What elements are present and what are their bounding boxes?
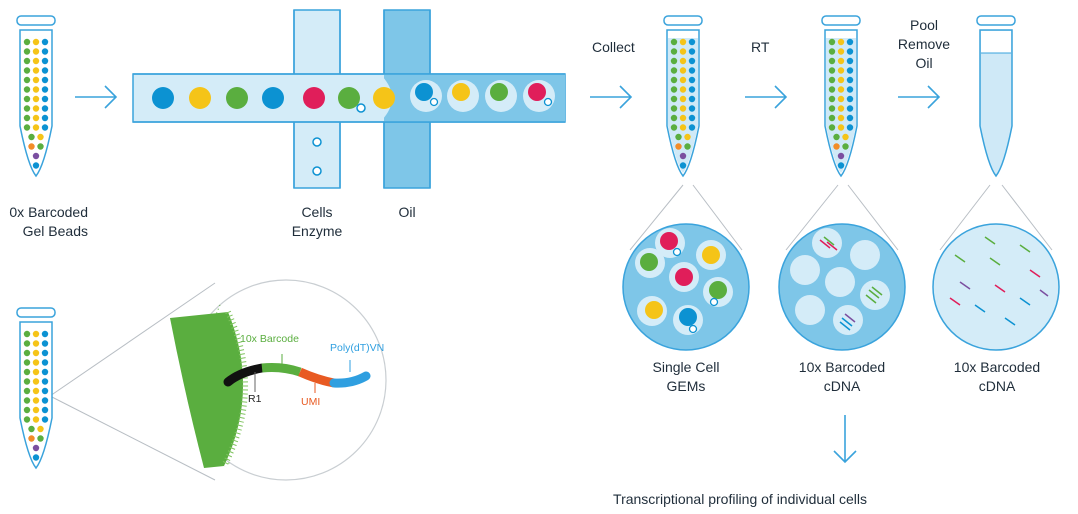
collect-tube [663, 15, 703, 178]
transcriptional-profiling-label: Transcriptional profiling of individual … [613, 491, 867, 507]
barcoded-cdna-label: 10x Barcoded cDNA [798, 359, 886, 394]
barcoded-gems-zoom [778, 223, 906, 351]
gems-zoom [622, 223, 750, 351]
arrow-right-icon [590, 85, 633, 109]
gel-beads-tube [16, 15, 56, 178]
zoom-lines [49, 184, 1053, 481]
channel-bead [226, 87, 248, 109]
arrow-down-icon [833, 415, 857, 464]
polydt-label: Poly(dT)VN [330, 342, 385, 354]
single-cell-gems-label: Single Cell GEMs [652, 359, 720, 394]
microfluidic-chip [132, 9, 566, 189]
barcode-label: 10x Barcode [240, 333, 299, 345]
oligo-r1-segment [223, 363, 267, 387]
oligo-brush [221, 310, 249, 468]
oligo-barcode-segment [261, 363, 302, 377]
gel-bead [170, 312, 244, 468]
oil-label: Oil [398, 204, 416, 220]
channel-bead [303, 87, 325, 109]
cells-enzyme-label: Cells Enzyme [291, 204, 343, 239]
pooled-tube [976, 15, 1016, 178]
arrow-right-icon [745, 85, 788, 109]
barcoded-cdna-pooled-label: 10x Barcoded cDNA [953, 359, 1041, 394]
arrow-right-icon [75, 85, 118, 109]
collect-label: Collect [592, 39, 635, 55]
pooled-cdna-zoom [932, 223, 1060, 351]
pool-remove-oil-label: Pool Remove Oil [897, 17, 951, 71]
channel-bead [152, 87, 174, 109]
channel-bead [373, 87, 395, 109]
cell-small [312, 137, 322, 147]
r1-label: R1 [248, 393, 262, 405]
gel-beads-tube-small [16, 307, 56, 470]
gel-bead-zoom [170, 279, 387, 481]
cell-small [356, 103, 366, 113]
channel-bead [262, 87, 284, 109]
arrows [75, 85, 941, 464]
oligo-polydt-segment [329, 371, 371, 388]
gel-beads-label: 0x Barcoded Gel Beads [9, 204, 88, 239]
channel-bead [338, 87, 360, 109]
channel-bead [189, 87, 211, 109]
umi-label: UMI [301, 396, 321, 408]
cell-small [312, 166, 322, 176]
arrow-right-icon [898, 85, 941, 109]
rt-tube [821, 15, 861, 178]
rt-label: RT [751, 39, 770, 55]
aqueous-front [340, 76, 392, 120]
